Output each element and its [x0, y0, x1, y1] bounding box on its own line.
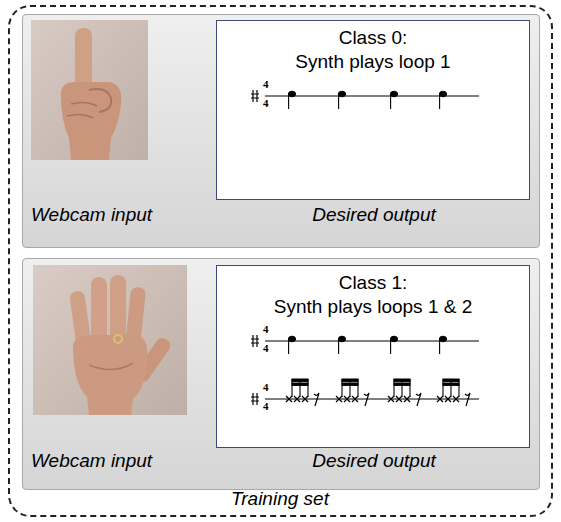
- webcam-photo: [31, 20, 148, 160]
- time-signature: 4: [263, 401, 269, 412]
- time-signature: 4: [263, 382, 269, 393]
- class-description: Synth plays loops 1 & 2: [274, 296, 473, 318]
- time-signature: 4: [263, 79, 269, 90]
- output-caption: Desired output: [312, 204, 436, 226]
- example-panel: Webcam input Desired output Class 0:Synth…: [22, 14, 540, 248]
- time-signature: 4: [263, 343, 269, 354]
- time-signature: 4: [263, 98, 269, 109]
- output-box: Class 0:Synth plays loop 1 4 4: [216, 20, 530, 200]
- webcam-photo: [33, 265, 187, 415]
- output-box: Class 1:Synth plays loops 1 & 2 4 4 4 4: [216, 265, 530, 448]
- class-heading: Class 1:: [339, 272, 408, 294]
- training-set-frame: Training set Webcam input Desired output …: [8, 5, 553, 517]
- class-heading: Class 0:: [339, 27, 408, 49]
- input-caption: Webcam input: [31, 204, 152, 226]
- output-caption: Desired output: [312, 450, 436, 472]
- input-caption: Webcam input: [31, 450, 152, 472]
- set-caption: Training set: [231, 488, 329, 510]
- example-panel: Webcam input Desired output Class 1:Synth…: [22, 258, 540, 490]
- music-notation: [217, 266, 531, 449]
- class-description: Synth plays loop 1: [295, 51, 450, 73]
- time-signature: 4: [263, 324, 269, 335]
